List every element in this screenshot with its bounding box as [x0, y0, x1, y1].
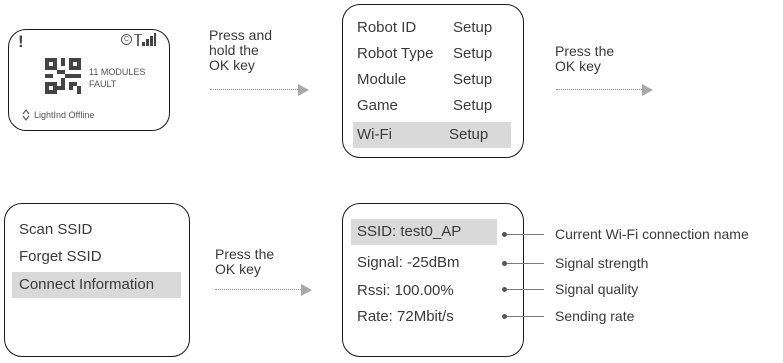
rssi-row: Rssi: 100.00%	[357, 282, 454, 299]
menu-item-module[interactable]: Module Setup	[357, 67, 512, 93]
rssi-annotation: Signal quality	[555, 281, 639, 297]
step1-arrow	[210, 84, 310, 96]
menu-item-scan-ssid[interactable]: Scan SSID	[19, 221, 93, 238]
step1-instruction: Press and hold the OK key	[209, 27, 273, 73]
menu-item-label: Robot Type	[357, 45, 434, 62]
arrow-head-icon	[642, 84, 653, 96]
ssid-pointer	[502, 232, 544, 237]
status-footer-text: LightInd Offline	[34, 110, 95, 120]
rate-pointer	[502, 314, 544, 319]
menu-item-wifi[interactable]: Wi-Fi Setup	[353, 122, 511, 148]
menu-item-action: Setup	[453, 45, 493, 62]
arrow-head-icon	[301, 284, 312, 296]
exclamation-icon: !	[18, 32, 24, 51]
antenna-icon	[134, 34, 142, 46]
menu-item-label: Module	[357, 71, 407, 88]
module-count-text: 11 MODULES	[89, 67, 146, 77]
rate-row: Rate: 72Mbit/s	[357, 308, 454, 325]
menu-item-label: Wi-Fi	[357, 126, 392, 143]
signal-pointer	[502, 261, 544, 266]
connection-info-screen: SSID: test0_AP Signal: -25dBm Rssi: 100.…	[342, 203, 524, 357]
main-menu-screen: Robot ID Setup Robot Type Setup Module S…	[342, 4, 524, 158]
menu-item-action: Setup	[453, 97, 493, 114]
signal-row: Signal: -25dBm	[357, 254, 460, 271]
ssid-row: SSID: test0_AP	[351, 219, 497, 245]
fault-text: FAULT	[89, 79, 117, 89]
signal-annotation: Signal strength	[555, 255, 649, 271]
qr-code-icon	[45, 58, 81, 94]
rssi-pointer	[502, 287, 544, 292]
step3-instruction: Press the OK key	[215, 246, 275, 277]
menu-item-robot-type[interactable]: Robot Type Setup	[357, 41, 512, 67]
rate-annotation: Sending rate	[555, 308, 635, 324]
step3-arrow	[215, 284, 313, 296]
wifi-menu-screen: Scan SSID Forget SSID Connect Informatio…	[4, 203, 190, 357]
menu-item-label: Game	[357, 97, 398, 114]
menu-item-game[interactable]: Game Setup	[357, 93, 512, 119]
arrow-head-icon	[298, 84, 309, 96]
menu-item-forget-ssid[interactable]: Forget SSID	[19, 248, 102, 265]
up-down-arrow-icon	[22, 109, 30, 121]
menu-item-action: Setup	[449, 126, 489, 143]
step2-arrow	[556, 84, 654, 96]
status-screen: ! C 11 MODULES FAULT LightInd Offline	[8, 29, 170, 131]
ssid-annotation: Current Wi-Fi connection name	[555, 226, 749, 242]
menu-item-robot-id[interactable]: Robot ID Setup	[357, 15, 512, 41]
menu-item-connect-information[interactable]: Connect Information	[12, 272, 181, 298]
menu-item-action: Setup	[453, 19, 493, 36]
menu-item-label: Robot ID	[357, 19, 417, 36]
step2-instruction: Press the OK key	[555, 43, 615, 74]
menu-item-action: Setup	[453, 71, 493, 88]
copyright-icon: C	[121, 34, 132, 45]
signal-bars-icon	[142, 33, 156, 46]
